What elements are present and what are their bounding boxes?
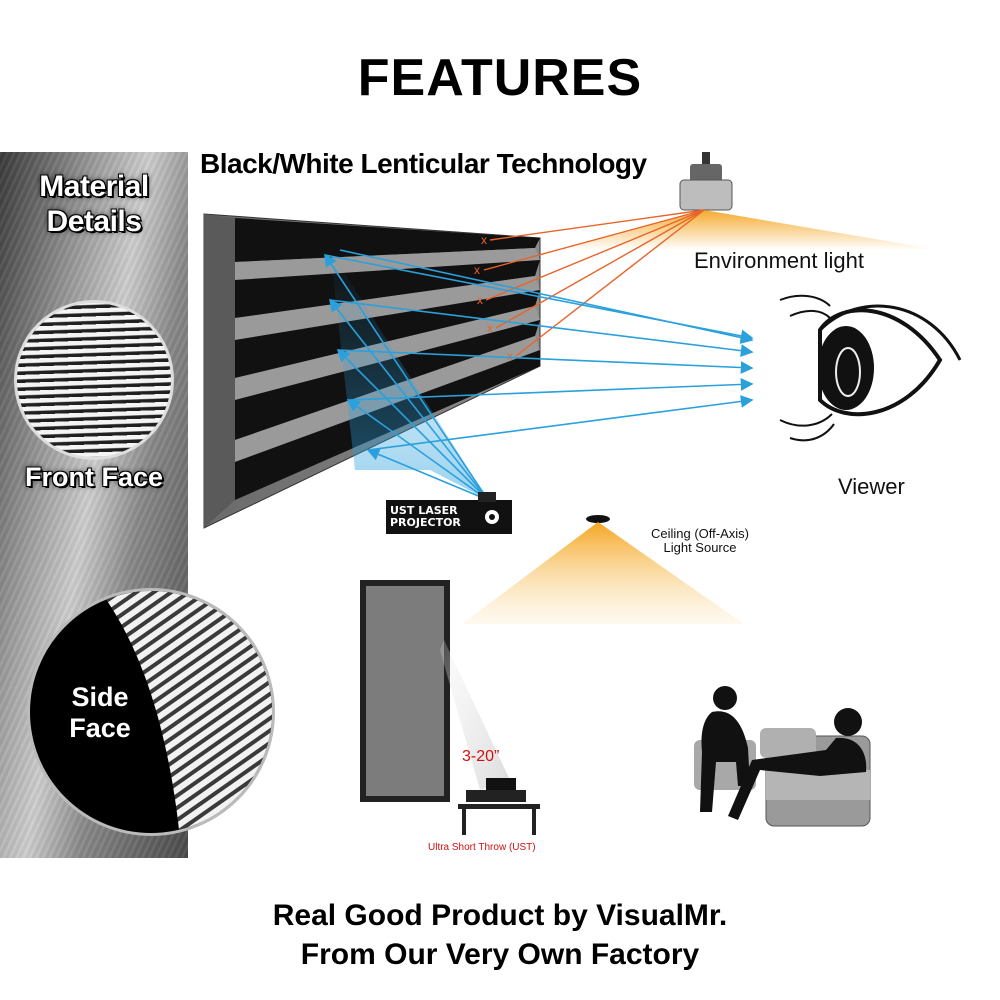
ceiling-light-label: Ceiling (Off-Axis) Light Source [640, 526, 760, 556]
ust-laser-projector [386, 492, 512, 534]
ceiling-label-line1: Ceiling (Off-Axis) [650, 526, 749, 541]
svg-text:x: x [507, 349, 513, 363]
environment-light-label: Environment light [694, 248, 864, 273]
footer-line1: Real Good Product by VisualMr. [272, 899, 728, 932]
ceiling-label-line2: Light Source [663, 540, 737, 556]
throw-distance-label: 3-20” [462, 748, 500, 765]
page-title: FEATURES [357, 49, 643, 107]
footer-line2: From Our Very Own Factory [300, 938, 700, 971]
projector-label-line2: PROJECTOR [390, 515, 461, 529]
ust-caption: Ultra Short Throw (UST) [428, 842, 536, 853]
projector-beam [330, 250, 488, 500]
subtitle: Black/White Lenticular Technology [200, 148, 647, 179]
svg-text:x: x [481, 233, 487, 247]
projector-label-line1: UST LASER [390, 504, 458, 517]
ambient-rays [483, 209, 705, 357]
viewers-on-sofa [694, 686, 871, 827]
footer-tagline: Real Good Product by VisualMr. From Our … [0, 896, 1000, 974]
svg-text:x: x [477, 293, 483, 307]
eye-icon [779, 294, 962, 442]
front-face-label: Front Face [24, 462, 164, 492]
room-screen [360, 580, 510, 802]
ust-projector-on-table [458, 778, 540, 835]
material-details-label: Material Details [39, 170, 149, 238]
ceiling-light-source [462, 515, 744, 624]
absorbed-marks: xx xxx [474, 233, 513, 363]
ambient-light-fixture [560, 152, 940, 250]
svg-text:x: x [474, 263, 480, 277]
front-face-magnifier [14, 300, 174, 460]
side-face-ridges [100, 591, 272, 833]
projector-rays [324, 253, 489, 501]
reflected-rays [324, 249, 754, 451]
svg-text:x: x [487, 321, 493, 335]
viewer-label: Viewer [838, 474, 905, 499]
side-face-magnifier [27, 588, 275, 836]
projector-label: UST LASER PROJECTOR [390, 504, 461, 529]
side-face-label: Side Face [69, 682, 131, 744]
